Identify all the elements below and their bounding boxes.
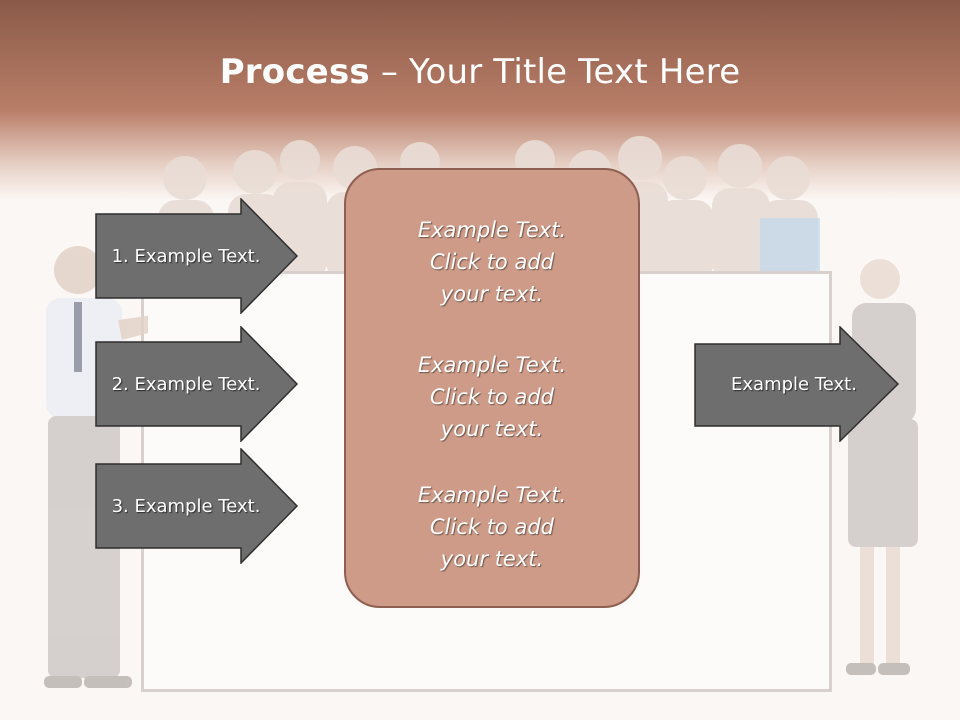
para-line: Example Text. <box>417 353 567 377</box>
center-text-box[interactable]: Example Text. Click to add your text. Ex… <box>344 168 640 608</box>
step-label-2: 2. Example Text. <box>111 373 261 395</box>
process-step-arrow-2[interactable]: 2. Example Text. <box>95 325 299 443</box>
para-line: your text. <box>440 547 544 571</box>
process-step-arrow-3[interactable]: 3. Example Text. <box>95 447 299 565</box>
center-paragraph-2: Example Text. Click to add your text. <box>346 349 638 445</box>
para-line: your text. <box>440 417 544 441</box>
para-line: Example Text. <box>417 218 567 242</box>
arrow-shape <box>95 447 299 565</box>
arrow-shape <box>694 325 900 443</box>
step-label-3: 3. Example Text. <box>111 495 261 517</box>
para-line: Click to add <box>429 385 554 409</box>
arrow-shape <box>95 197 299 315</box>
woman-figure <box>846 259 918 675</box>
arrow-shape <box>95 325 299 443</box>
center-paragraph-3: Example Text. Click to add your text. <box>346 479 638 575</box>
para-line: your text. <box>440 282 544 306</box>
result-arrow[interactable]: Example Text. <box>694 325 900 443</box>
para-line: Example Text. <box>417 483 567 507</box>
para-line: Click to add <box>429 250 554 274</box>
title-bold: Process <box>219 52 370 92</box>
center-paragraph-1: Example Text. Click to add your text. <box>346 214 638 310</box>
slide-title: Process – Your Title Text Here <box>0 52 960 92</box>
title-rest: – Your Title Text Here <box>369 52 741 92</box>
result-label: Example Text. <box>731 373 857 395</box>
process-step-arrow-1[interactable]: 1. Example Text. <box>95 197 299 315</box>
para-line: Click to add <box>429 515 554 539</box>
step-label-1: 1. Example Text. <box>111 245 261 267</box>
